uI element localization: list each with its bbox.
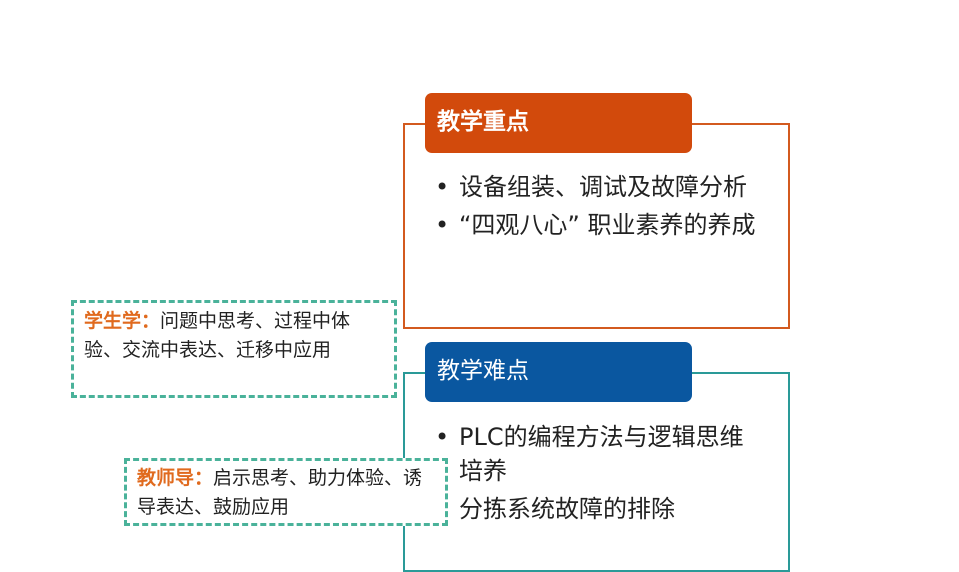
student-role-label: 学生学： — [84, 310, 161, 332]
key-points-list: • 设备组装、调试及故障分析 • “四观八心” 职业素养的养成 — [429, 170, 759, 246]
student-note-text: 问题中思考、过程中体验、交流中表达、迁移中应用 — [84, 310, 351, 361]
teacher-note-text: 启示思考、助力体验、诱导表达、鼓励应用 — [137, 467, 423, 518]
list-item: • 设备组装、调试及故障分析 — [429, 170, 759, 204]
key-point-text: 设备组装、调试及故障分析 — [459, 173, 747, 201]
list-item: • “四观八心” 职业素养的养成 — [429, 208, 759, 242]
list-item: •分拣系统故障的排除 — [429, 492, 759, 526]
bullet-icon: • — [435, 423, 450, 451]
bullet-icon: • — [435, 173, 450, 201]
teacher-note: 教师导：启示思考、助力体验、诱导表达、鼓励应用 — [124, 458, 448, 526]
difficulties-title: 教学难点 — [425, 342, 692, 402]
list-item: • PLC的编程方法与逻辑思维培养 — [429, 420, 759, 488]
teacher-role-label: 教师导： — [137, 467, 214, 489]
key-point-text: “四观八心” 职业素养的养成 — [459, 211, 756, 239]
difficulty-text: PLC的编程方法与逻辑思维培养 — [459, 423, 744, 485]
difficulty-text: 分拣系统故障的排除 — [459, 495, 675, 523]
bullet-icon: • — [435, 211, 450, 239]
student-note: 学生学：问题中思考、过程中体验、交流中表达、迁移中应用 — [71, 300, 397, 398]
key-points-title: 教学重点 — [425, 93, 692, 153]
difficulties-list: • PLC的编程方法与逻辑思维培养 •分拣系统故障的排除 — [429, 420, 759, 530]
